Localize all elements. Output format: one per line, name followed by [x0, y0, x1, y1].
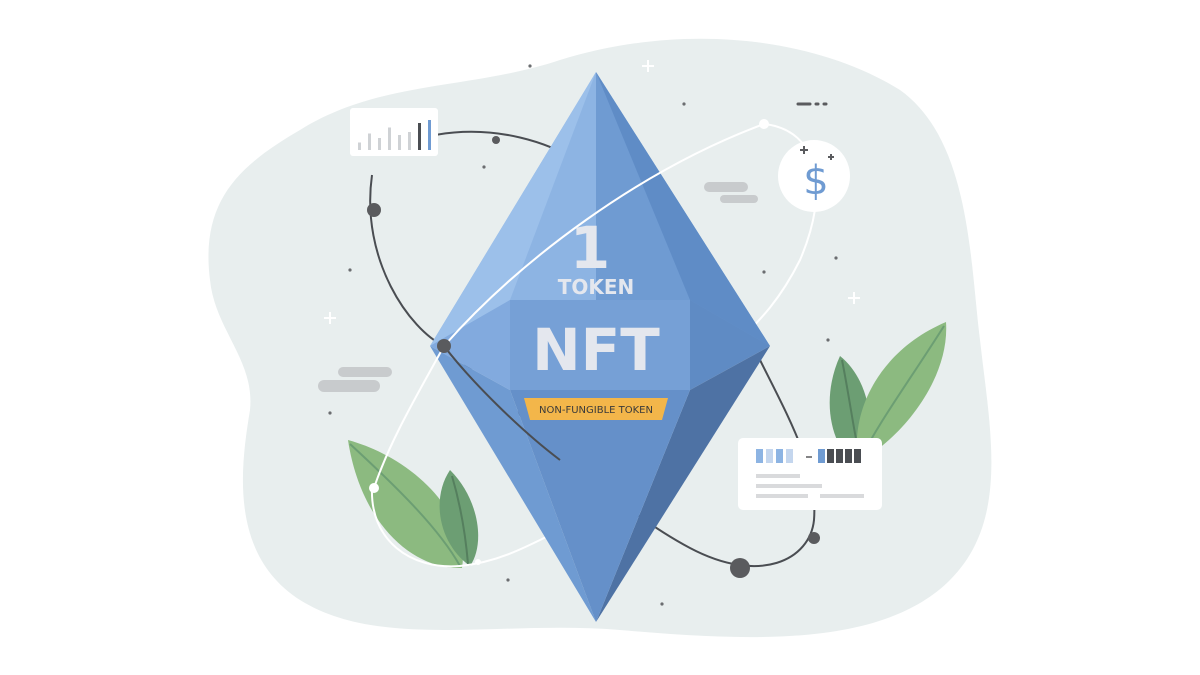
card-segment [786, 449, 793, 463]
card-segment [818, 449, 825, 463]
dollar-symbol: $ [803, 158, 828, 204]
card-icon [738, 438, 882, 510]
bar-chart-icon [350, 108, 438, 156]
card-segment [756, 449, 763, 463]
card-segment [827, 449, 834, 463]
mini-bar [418, 123, 421, 150]
orbit-nodes [367, 119, 820, 578]
card-segment [836, 449, 843, 463]
orbit-light [370, 123, 818, 568]
mini-bar [428, 120, 431, 150]
mini-bar [378, 138, 381, 150]
orbit-light-front [373, 123, 765, 489]
decor-dots [328, 64, 838, 606]
leaf-icon-left [348, 440, 479, 569]
card-segment [766, 449, 773, 463]
card-segment [776, 449, 783, 463]
card-segment [845, 449, 852, 463]
token-label: TOKEN [558, 275, 635, 299]
mini-bar [358, 142, 361, 150]
orbit-dark-front [443, 345, 561, 461]
cloud-shapes [318, 182, 758, 392]
nft-label: NFT [532, 316, 660, 384]
dollar-icon: $ [778, 140, 850, 212]
ribbon-label: NON-FUNGIBLE TOKEN [539, 405, 653, 416]
mini-bar [398, 135, 401, 150]
sparkle-icons [324, 60, 860, 324]
nft-crystal [430, 72, 770, 622]
mini-bar [388, 127, 391, 150]
mini-bar [408, 132, 411, 150]
ribbon-banner [524, 398, 668, 420]
card-segment [854, 449, 861, 463]
mini-bar [368, 133, 371, 150]
token-count: 1 [570, 214, 610, 282]
